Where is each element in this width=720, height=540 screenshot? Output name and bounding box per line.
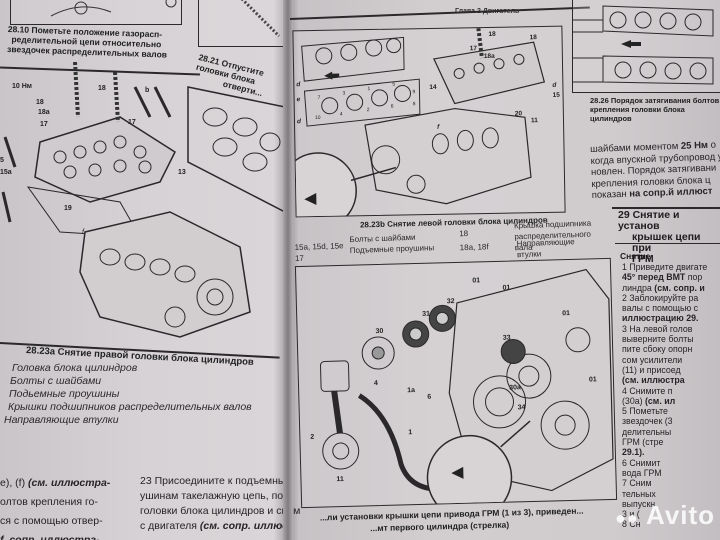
svg-text:33: 33 [503,335,511,342]
svg-text:01: 01 [472,277,480,284]
avito-watermark: ●● Avito [615,500,716,530]
svg-text:1a: 1a [407,387,415,394]
label-b: b [145,87,149,94]
arrow-icon [304,192,317,205]
tightening-sequence-diagram [573,5,714,85]
svg-text:01: 01 [589,376,597,383]
arrow-icon [621,40,631,48]
avito-dots-icon: ●● [615,508,639,528]
section-29-rule-bottom [615,243,720,244]
svg-text:18: 18 [488,31,496,38]
label-19: 19 [64,205,72,212]
figure-28-23a-legend: Головка блока цилиндров Болты с шайбами … [4,362,252,426]
figure-28-10-caption: 28.10 Пометьте положение газорасп- редел… [6,24,168,60]
section-29-rule [612,207,720,209]
figure-28-26-caption: 28.26 Порядок затягивания болтов креплен… [590,96,720,123]
svg-text:e: e [297,96,301,103]
left-cylinder-head-exploded: 7 3 1 5 9 10 4 2 6 8 [293,27,561,217]
label-18-top: 18 [98,85,106,92]
svg-text:11: 11 [336,476,344,483]
label-15a: 15a [0,169,12,176]
svg-text:1: 1 [367,86,370,92]
svg-text:14: 14 [429,84,437,91]
svg-text:20: 20 [515,110,523,117]
svg-text:18a: 18a [484,53,495,60]
svg-text:18: 18 [529,34,537,41]
book-gutter [283,0,293,540]
svg-text:f: f [437,124,440,131]
svg-text:31: 31 [422,311,430,318]
svg-text:10: 10 [315,115,321,121]
svg-text:01: 01 [502,285,510,292]
label-18: 18 [36,99,44,106]
figure-29-1: 01 01 32 31 30 33 01 30a 34 4 1a 6 2 1 1… [294,257,618,509]
right-page: Глава 2 Двигатель 7 3 1 [289,0,720,540]
figure-28-23a-exploded-engine: 10 Нм 18 18a 17 17 18 b 5 15a 13 19 f [0,62,286,338]
label-13: 13 [178,169,186,176]
figure-28-10 [10,0,182,25]
figure-29-1-caption: ...ли установки крышки цепи привода ГРМ … [319,505,584,534]
svg-text:3: 3 [342,90,345,96]
svg-text:11: 11 [531,117,538,124]
cylinder-head-detail [240,0,281,38]
label-10nm: 10 Нм [12,83,32,90]
torque-text: шайбами моментом 25 Нм о когда впускной … [590,139,720,201]
arrow-icon [324,71,333,80]
label-17-left: 17 [40,121,48,128]
timing-chain-cover-exploded: 01 01 32 31 30 33 01 30a 34 4 1a 6 2 1 1… [310,268,614,508]
svg-text:30a: 30a [509,384,521,391]
svg-text:4: 4 [340,112,343,118]
label-5: 5 [0,157,4,164]
figure-28-26 [572,0,720,93]
svg-text:6: 6 [427,394,431,401]
label-18a: 18a [38,109,50,116]
label-f: f [82,229,85,236]
svg-text:5: 5 [392,82,395,88]
label-17-right: 17 [128,119,136,126]
svg-text:2: 2 [367,107,370,113]
svg-text:d: d [552,82,557,89]
svg-text:4: 4 [374,380,378,387]
svg-text:34: 34 [518,404,526,411]
chain-sprocket-illustration [50,0,177,17]
svg-text:9: 9 [412,89,415,95]
figure-28-23b: 7 3 1 5 9 10 4 2 6 8 [292,25,566,218]
svg-text:15: 15 [553,92,561,99]
left-page: 28.10 Пометьте положение газорасп- редел… [0,0,300,540]
svg-text:7: 7 [318,95,321,101]
svg-text:8: 8 [413,101,416,107]
svg-text:17: 17 [470,45,478,52]
right-column-text: 23 Присоедините к подъемным ушинам такел… [140,475,301,532]
svg-text:30: 30 [376,328,384,335]
svg-text:01: 01 [562,310,570,317]
svg-text:2: 2 [310,434,314,441]
section-29-subhead: Снятие [620,251,651,261]
svg-text:d: d [297,118,302,125]
left-column-text: e), (f) (см. иллюстра- олтов крепления г… [0,477,111,540]
svg-text:d: d [296,81,301,88]
svg-text:1: 1 [408,429,412,436]
section-29-title: 29 Снятие и установ крышек цепи при ГРМ [618,209,701,265]
arrow-icon [451,466,464,479]
section-29-steps: 1 Приведите двигате 45° перед ВМТ пор ли… [622,262,708,530]
svg-text:32: 32 [447,298,455,305]
figure-28-21 [198,0,283,47]
svg-text:6: 6 [391,104,394,110]
header-rule [289,6,590,20]
